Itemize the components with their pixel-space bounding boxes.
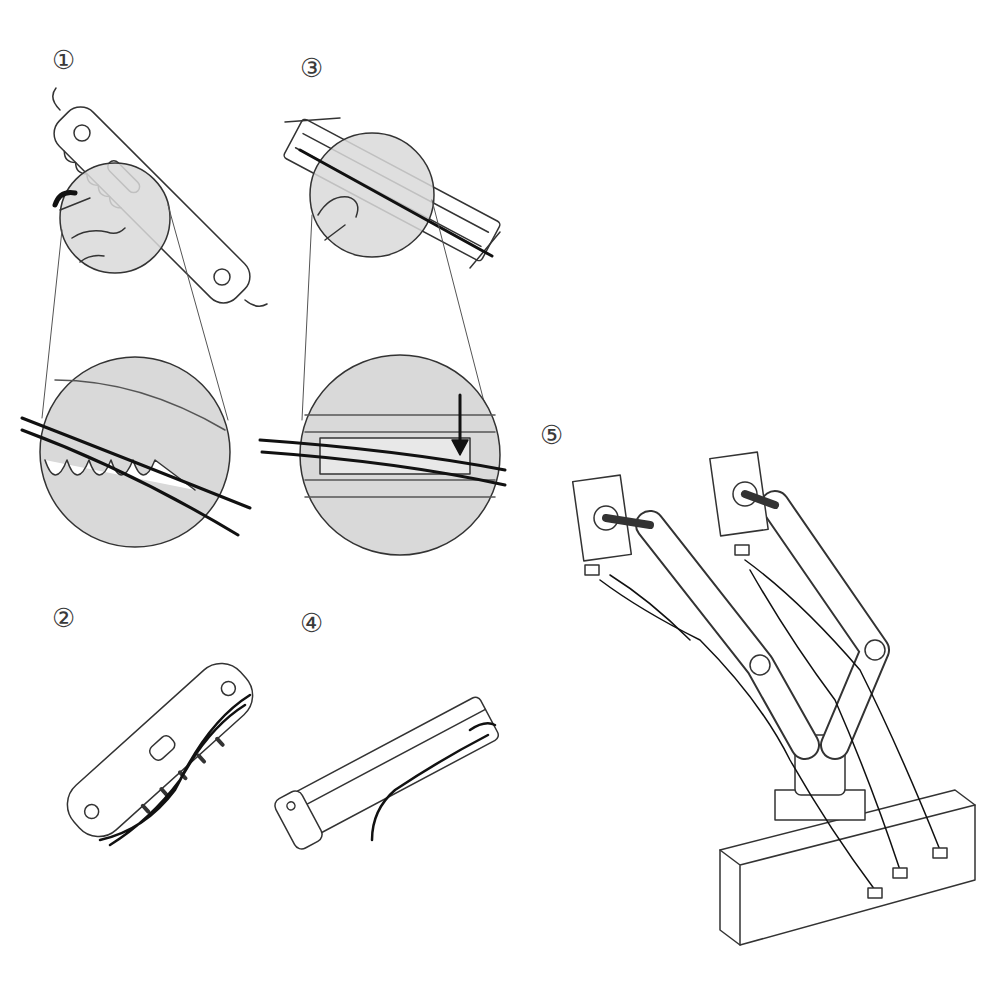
arm-outline: [650, 525, 805, 745]
arm-segment: [44, 88, 267, 313]
cable: [600, 580, 875, 890]
joint: [606, 518, 650, 525]
callout-number: ③: [300, 54, 323, 83]
callout-number: ②: [52, 604, 75, 633]
label-slot: ①: [52, 46, 75, 75]
magnifier: [310, 133, 434, 257]
joint: [745, 494, 775, 505]
arm-outline: [775, 505, 875, 745]
cable: [610, 570, 900, 870]
channel: [305, 415, 495, 497]
cable-clips: [45, 460, 195, 490]
arm-edge: [55, 380, 225, 430]
arm-segment: [283, 118, 501, 262]
plug: [735, 545, 749, 555]
arm-right: [710, 452, 885, 745]
callout-number: ⑤: [540, 421, 563, 450]
label-slot: ②: [52, 604, 75, 633]
plug: [893, 868, 907, 878]
callout-number: ④: [300, 609, 323, 638]
plug: [868, 888, 882, 898]
arm-body: [57, 653, 264, 847]
cable: [100, 695, 250, 845]
arm-segment: [272, 693, 503, 851]
arm-body: [650, 525, 805, 745]
arm-end: [285, 118, 500, 268]
label-slot: ④: [300, 609, 323, 638]
arm-end: [53, 88, 267, 306]
pivot: [82, 802, 102, 822]
pivot: [74, 125, 90, 141]
channel-floor: [320, 438, 470, 474]
callout-number: ①: [52, 46, 75, 75]
plug: [933, 848, 947, 858]
hand: [60, 198, 125, 262]
pivot: [750, 655, 770, 675]
plug: [585, 565, 599, 575]
arm-body: [284, 695, 501, 841]
desk-edge: [720, 805, 975, 945]
arm-segment: [57, 653, 269, 853]
cable: [55, 193, 75, 206]
arrow-head: [452, 440, 468, 455]
cable: [22, 418, 250, 535]
pivot: [218, 679, 238, 699]
desk: [720, 790, 975, 945]
arm-end: [272, 788, 325, 852]
vesa-plate: [710, 452, 768, 536]
label-slot: ⑤: [540, 421, 563, 450]
arm-slot: [147, 733, 177, 762]
cable: [300, 150, 492, 256]
pivot: [865, 640, 885, 660]
hand: [318, 197, 358, 240]
cable: [372, 723, 495, 840]
arm-body: [283, 118, 501, 262]
label-slot: ③: [300, 54, 323, 83]
arm-body: [775, 505, 875, 745]
pivot: [214, 269, 230, 285]
cable: [745, 560, 940, 850]
magnifier: [40, 357, 230, 547]
arm-body: [47, 100, 258, 311]
pivot: [286, 800, 297, 811]
cable: [260, 440, 505, 485]
magnifier: [60, 163, 170, 273]
